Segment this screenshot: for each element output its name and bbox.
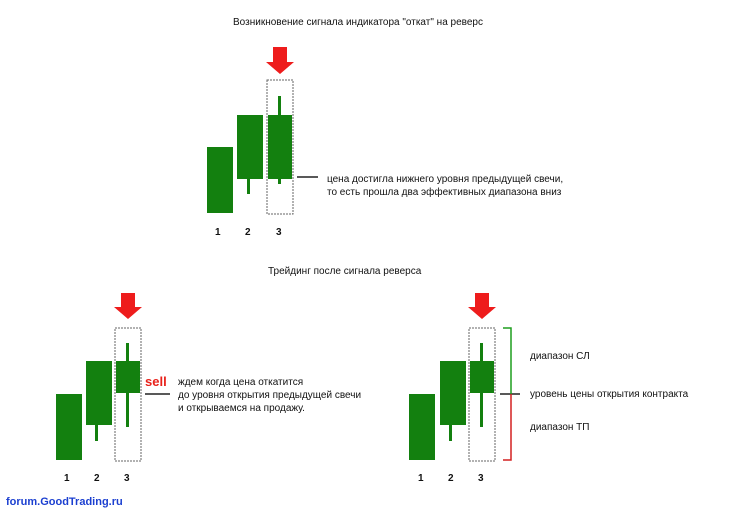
candle-number-2: 2 xyxy=(448,473,454,484)
diagram-bottom-right xyxy=(409,293,520,462)
candle-3 xyxy=(268,115,292,179)
range-sl-label: диапазон СЛ xyxy=(530,351,590,362)
note-left-line-1: ждем когда цена откатится xyxy=(178,377,304,388)
note-left-line-2: до уровня открытия предыдущей свечи xyxy=(178,390,362,401)
candle-2-wick xyxy=(449,425,452,441)
watermark-link[interactable]: forum.GoodTrading.ru xyxy=(6,496,123,508)
title-top: Возникновение сигнала индикатора "откат"… xyxy=(233,17,483,28)
note-top-line-2: то есть прошла два эффективных диапазона… xyxy=(327,187,562,198)
candle-1 xyxy=(207,147,233,213)
diagram-top xyxy=(207,47,318,215)
note-top-line-1: цена достигла нижнего уровня предыдущей … xyxy=(327,174,564,185)
candle-2 xyxy=(86,361,112,425)
candle-number-3: 3 xyxy=(124,473,130,484)
candle-number-1: 1 xyxy=(418,473,424,484)
diagram-bottom-left xyxy=(56,293,170,462)
candle-number-3: 3 xyxy=(276,227,282,238)
candle-2-wick xyxy=(95,425,98,441)
signal-box xyxy=(266,79,294,215)
candle-1 xyxy=(56,394,82,460)
bracket-tp xyxy=(503,394,512,461)
signal-box xyxy=(468,327,496,462)
arrow-icon xyxy=(266,47,294,74)
candle-number-1: 1 xyxy=(215,227,221,238)
candle-number-2: 2 xyxy=(245,227,251,238)
candle-number-1: 1 xyxy=(64,473,70,484)
arrow-icon xyxy=(114,293,142,319)
candle-2-wick xyxy=(247,178,250,194)
bracket-sl xyxy=(503,327,512,394)
candle-1 xyxy=(409,394,435,460)
candle-3 xyxy=(116,361,140,393)
note-left-line-3: и открываемся на продажу. xyxy=(178,403,305,414)
candle-3 xyxy=(470,361,494,393)
candle-2 xyxy=(440,361,466,425)
sell-label: sell xyxy=(145,374,167,389)
candle-2 xyxy=(237,115,263,179)
title-bottom: Трейдинг после сигнала реверса xyxy=(268,266,422,277)
range-open-label: уровень цены открытия контракта xyxy=(530,389,689,400)
candle-number-3: 3 xyxy=(478,473,484,484)
candle-number-2: 2 xyxy=(94,473,100,484)
range-tp-label: диапазон ТП xyxy=(530,422,590,433)
arrow-icon xyxy=(468,293,496,319)
signal-box xyxy=(114,327,142,462)
